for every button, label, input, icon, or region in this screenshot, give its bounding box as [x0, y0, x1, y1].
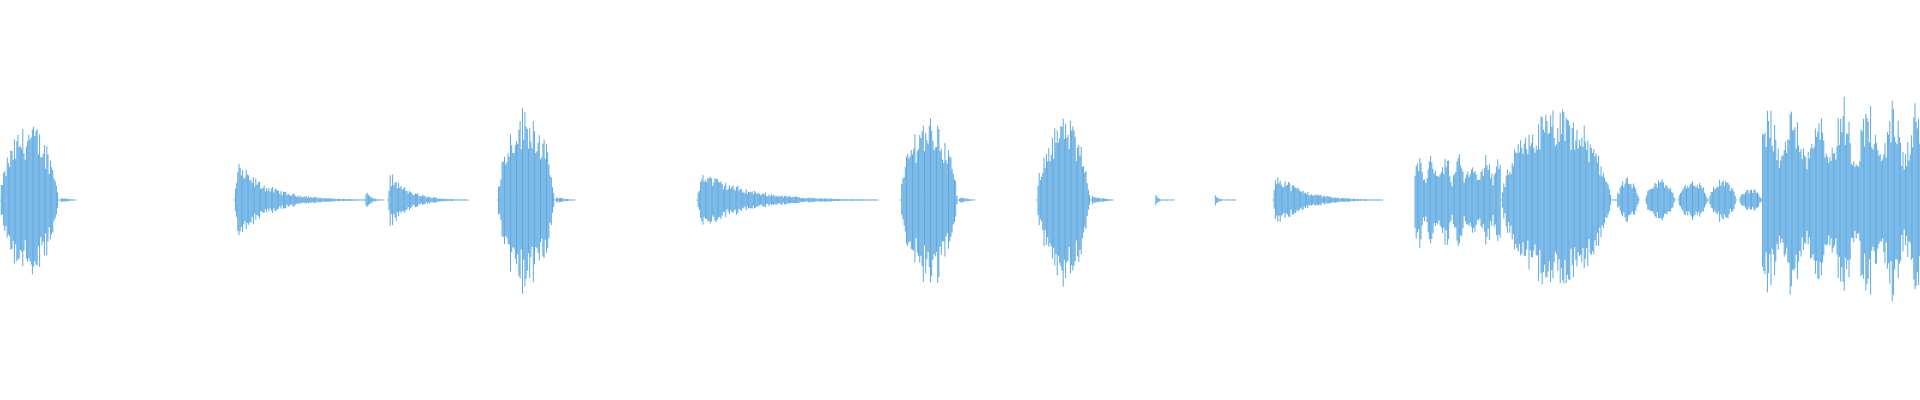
waveform-bars	[0, 96, 1920, 302]
waveform-path	[0, 96, 1920, 302]
